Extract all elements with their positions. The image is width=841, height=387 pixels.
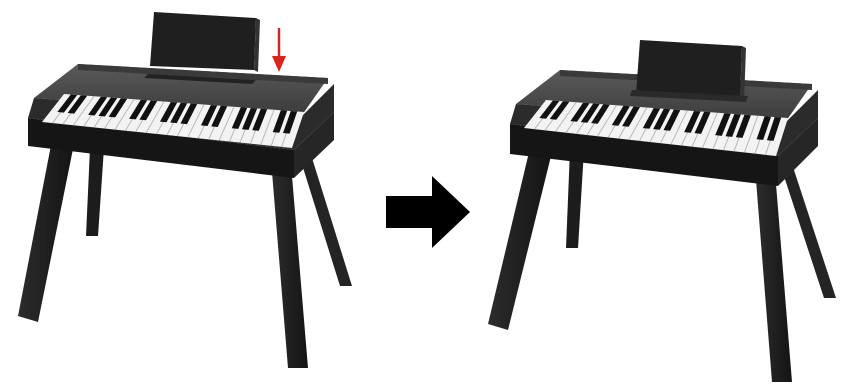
music-rest-inserted	[636, 40, 742, 100]
keyboard-after	[488, 40, 836, 382]
down-arrow-icon	[272, 28, 286, 72]
back-leg-right	[300, 158, 352, 286]
back-leg-left	[566, 150, 584, 248]
back-leg-left	[86, 148, 104, 236]
keyboard-before	[18, 12, 352, 368]
right-arrow-icon	[386, 176, 470, 248]
front-leg-right	[756, 180, 792, 382]
music-rest-raised	[150, 12, 256, 70]
front-leg-left	[18, 140, 74, 322]
front-leg-left	[488, 148, 552, 330]
front-leg-right	[272, 172, 308, 368]
back-leg-right	[780, 164, 836, 298]
